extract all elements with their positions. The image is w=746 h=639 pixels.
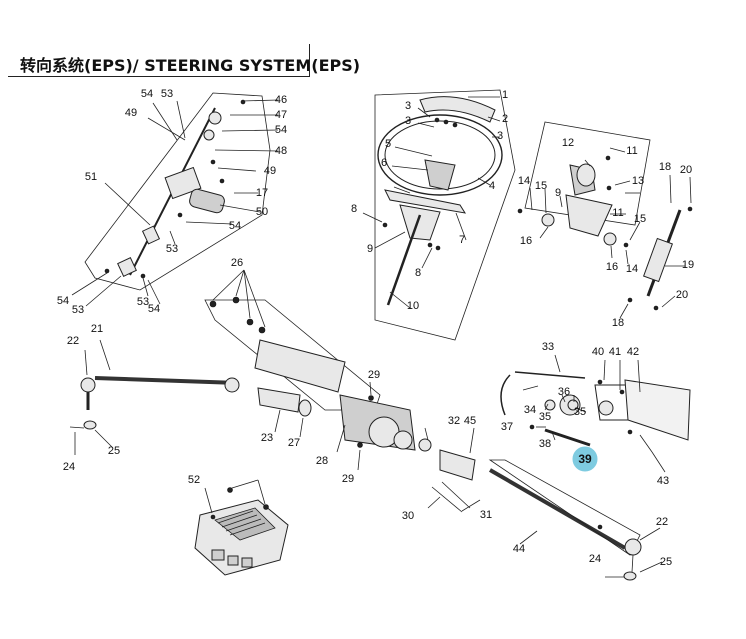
callout-7: 7 bbox=[459, 234, 465, 246]
callout-25: 25 bbox=[108, 445, 120, 457]
callout-36: 36 bbox=[558, 386, 570, 398]
linkage-group bbox=[500, 354, 691, 473]
callout-51: 51 bbox=[85, 171, 97, 183]
callout-17: 17 bbox=[256, 187, 268, 199]
callout-24: 24 bbox=[589, 553, 601, 565]
steering-wheel-group bbox=[362, 89, 516, 341]
callout-38: 38 bbox=[539, 438, 551, 450]
callout-54: 54 bbox=[275, 124, 287, 136]
callout-37: 37 bbox=[501, 421, 513, 433]
callout-34: 34 bbox=[524, 404, 536, 416]
callout-13: 13 bbox=[632, 175, 644, 187]
callout-12: 12 bbox=[562, 137, 574, 149]
callout-11: 11 bbox=[626, 145, 637, 157]
callout-20: 20 bbox=[680, 164, 692, 176]
callout-47: 47 bbox=[275, 109, 287, 121]
callout-35: 35 bbox=[539, 411, 551, 423]
callout-54: 54 bbox=[229, 220, 241, 232]
callout-40: 40 bbox=[592, 346, 604, 358]
eps-controller-group bbox=[194, 479, 289, 576]
callout-27: 27 bbox=[288, 437, 300, 449]
callout-33: 33 bbox=[542, 341, 554, 353]
page-title: 转向系统(EPS)/ STEERING SYSTEM(EPS) bbox=[20, 56, 361, 75]
callout-30: 30 bbox=[402, 510, 414, 522]
callout-45: 45 bbox=[464, 415, 476, 427]
steering-column-group bbox=[71, 92, 279, 307]
callout-22: 22 bbox=[656, 516, 668, 528]
callout-4: 4 bbox=[489, 180, 495, 192]
callout-53: 53 bbox=[137, 296, 149, 308]
callout-25: 25 bbox=[660, 556, 672, 568]
callout-18: 18 bbox=[659, 161, 671, 173]
callout-24: 24 bbox=[63, 461, 75, 473]
callout-16: 16 bbox=[606, 261, 618, 273]
callout-32: 32 bbox=[448, 415, 460, 427]
callout-35: 35 bbox=[574, 406, 586, 418]
callout-54: 54 bbox=[148, 303, 160, 315]
callout-20: 20 bbox=[676, 289, 688, 301]
callout-3: 3 bbox=[405, 115, 411, 127]
callout-50: 50 bbox=[256, 206, 268, 218]
highlight-39-marker bbox=[572, 446, 598, 472]
callout-3: 3 bbox=[405, 100, 411, 112]
callout-41: 41 bbox=[609, 346, 621, 358]
callout-14: 14 bbox=[626, 263, 638, 275]
callout-11: 11 bbox=[612, 207, 623, 219]
callout-39: 39 bbox=[578, 452, 592, 466]
callout-8: 8 bbox=[351, 203, 357, 215]
callout-49: 49 bbox=[264, 165, 276, 177]
left-tie-rod bbox=[69, 339, 312, 455]
callout-44: 44 bbox=[513, 543, 525, 555]
callout-22: 22 bbox=[67, 335, 79, 347]
callout-9: 9 bbox=[367, 243, 373, 255]
callout-5: 5 bbox=[385, 138, 391, 150]
callout-3: 3 bbox=[497, 130, 503, 142]
callout-2: 2 bbox=[502, 113, 508, 125]
callout-14: 14 bbox=[518, 175, 530, 187]
callout-16: 16 bbox=[520, 235, 532, 247]
callout-29: 29 bbox=[368, 369, 380, 381]
callout-8: 8 bbox=[415, 267, 421, 279]
callout-48: 48 bbox=[275, 145, 287, 157]
callout-1: 1 bbox=[502, 89, 508, 101]
bracket-group bbox=[517, 121, 693, 319]
callout-6: 6 bbox=[381, 157, 387, 169]
callout-46: 46 bbox=[275, 94, 287, 106]
callout-53: 53 bbox=[72, 304, 84, 316]
callout-26: 26 bbox=[231, 257, 243, 269]
callout-28: 28 bbox=[316, 455, 328, 467]
callout-21: 21 bbox=[91, 323, 103, 335]
callout-54: 54 bbox=[57, 295, 69, 307]
callout-31: 31 bbox=[480, 509, 492, 521]
title-divider bbox=[309, 44, 310, 77]
callout-42: 42 bbox=[627, 346, 639, 358]
callout-15: 15 bbox=[634, 213, 646, 225]
callout-53: 53 bbox=[166, 243, 178, 255]
callout-9: 9 bbox=[555, 187, 561, 199]
callout-18: 18 bbox=[612, 317, 624, 329]
callout-53: 53 bbox=[161, 88, 173, 100]
callout-23: 23 bbox=[261, 432, 273, 444]
callout-29: 29 bbox=[342, 473, 354, 485]
callout-49: 49 bbox=[125, 107, 137, 119]
right-tie-rod bbox=[418, 427, 663, 581]
callout-54: 54 bbox=[141, 88, 153, 100]
title-underline bbox=[8, 76, 310, 77]
callout-52: 52 bbox=[188, 474, 200, 486]
callout-43: 43 bbox=[657, 475, 669, 487]
callout-19: 19 bbox=[682, 259, 694, 271]
callout-15: 15 bbox=[535, 180, 547, 192]
callout-10: 10 bbox=[407, 300, 419, 312]
steering-rack-group bbox=[204, 269, 416, 471]
